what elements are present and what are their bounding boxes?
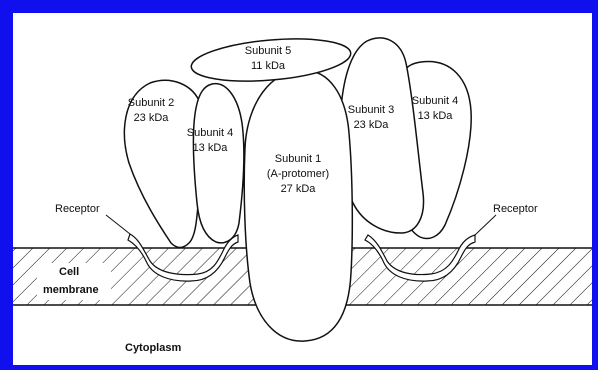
toxin-diagram: Subunit 5 11 kDa Subunit 2 23 kDa Subuni… — [13, 13, 592, 365]
subunit-1-mass: 27 kDa — [281, 183, 317, 195]
membrane-label-line1: Cell — [59, 266, 79, 278]
subunit-4-left-mass: 13 kDa — [193, 142, 229, 154]
receptor-right-label: Receptor — [493, 203, 538, 215]
subunit-4-left-shape — [193, 84, 244, 243]
receptor-right-pointer — [475, 215, 496, 235]
subunit-2-name: Subunit 2 — [128, 97, 174, 109]
subunit-3-mass: 23 kDa — [354, 119, 390, 131]
diagram-canvas: Subunit 5 11 kDa Subunit 2 23 kDa Subuni… — [13, 13, 592, 365]
membrane-label-line2: membrane — [43, 284, 99, 296]
receptor-left-label: Receptor — [55, 203, 100, 215]
receptor-left-pointer — [106, 215, 130, 234]
subunit-3-name: Subunit 3 — [348, 104, 394, 116]
subunit-1-name: Subunit 1 — [275, 153, 321, 165]
subunit-2-mass: 23 kDa — [134, 112, 170, 124]
subunit-5-mass: 11 kDa — [251, 60, 286, 72]
subunit-1-protomer: (A-protomer) — [267, 168, 329, 180]
subunit-4-right-name: Subunit 4 — [412, 95, 458, 107]
cytoplasm-label: Cytoplasm — [125, 342, 181, 354]
subunit-5-name: Subunit 5 — [245, 45, 291, 57]
subunit-4-right-mass: 13 kDa — [418, 110, 454, 122]
subunit-1-shape — [244, 70, 352, 341]
subunit-4-left-name: Subunit 4 — [187, 127, 233, 139]
